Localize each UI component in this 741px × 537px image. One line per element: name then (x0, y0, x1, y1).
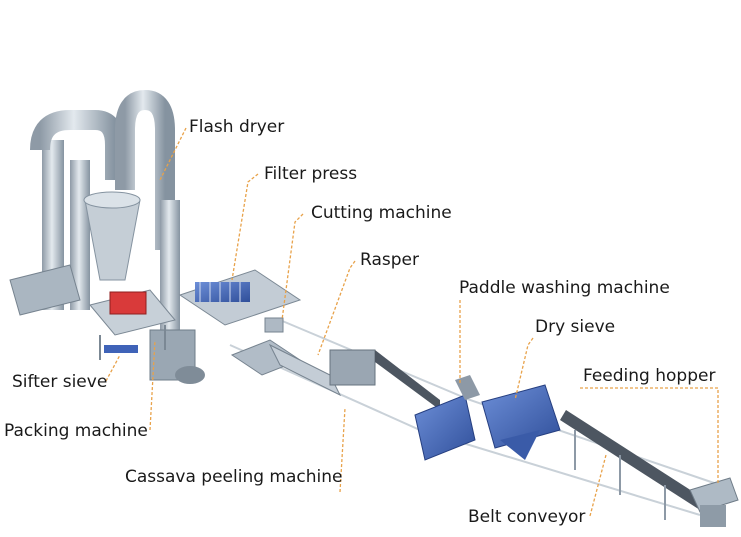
belt-conveyor (560, 410, 706, 520)
flash-dryer (9, 89, 205, 384)
label-paddle-washing-machine: Paddle washing machine (459, 278, 670, 298)
label-packing-machine: Packing machine (4, 421, 148, 441)
label-flash-dryer: Flash dryer (189, 117, 285, 137)
paddle-washing-machine (414, 375, 480, 461)
leader-lines (105, 127, 719, 517)
label-belt-conveyor: Belt conveyor (468, 507, 586, 527)
label-sifter-sieve: Sifter sieve (12, 372, 108, 392)
label-dry-sieve: Dry sieve (535, 317, 616, 337)
feeding-hopper (689, 477, 739, 527)
rasper (268, 343, 440, 410)
label-feeding-hopper: Feeding hopper (583, 366, 716, 386)
label-filter-press: Filter press (264, 164, 358, 184)
dry-sieve (481, 384, 561, 460)
label-cutting-machine: Cutting machine (311, 203, 452, 223)
label-cassava-peeling-machine: Cassava peeling machine (125, 467, 343, 487)
label-rasper: Rasper (360, 250, 419, 270)
packing-machine (89, 289, 176, 360)
filter-press (178, 269, 302, 326)
